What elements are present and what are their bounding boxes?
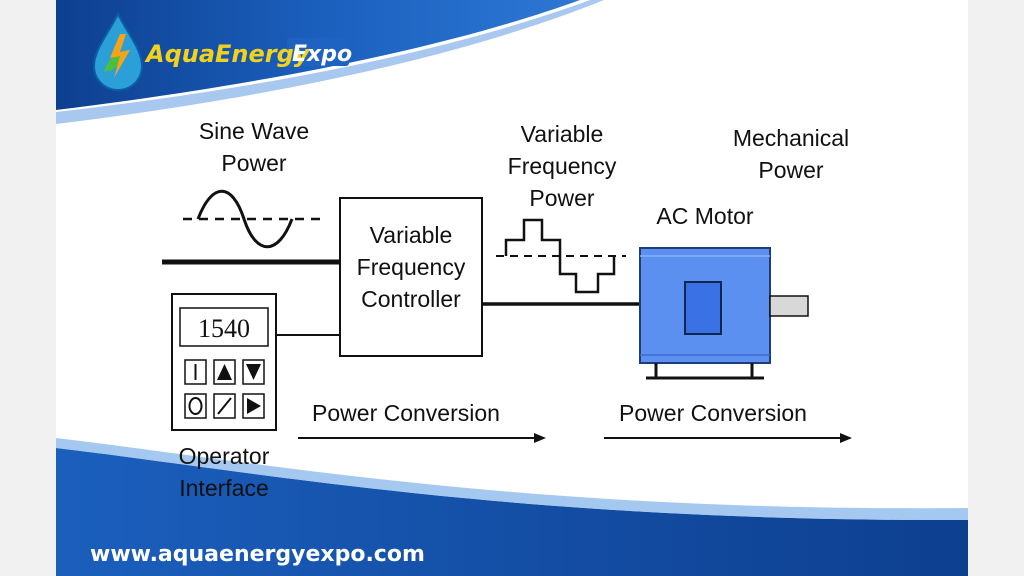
arrowhead-1 xyxy=(534,433,546,443)
slash-glyph xyxy=(217,397,232,415)
pwm-waveform xyxy=(504,218,616,294)
mechanical-label-line1: Mechanical xyxy=(733,125,849,151)
right-margin xyxy=(968,0,1024,576)
arrowhead-2 xyxy=(840,433,852,443)
logo-bolt-icon xyxy=(110,34,130,78)
power-conversion-label-1: Power Conversion xyxy=(312,400,500,426)
display-value: 1540 xyxy=(198,314,250,343)
bottom-banner xyxy=(56,448,968,576)
left-margin xyxy=(0,0,56,576)
play-arrow-icon xyxy=(247,398,261,414)
sine-wave xyxy=(196,189,294,249)
expo-badge xyxy=(287,38,349,66)
down-arrow-icon xyxy=(246,364,261,380)
operator-label-line2: Interface xyxy=(179,475,269,501)
vfc-box xyxy=(339,197,483,357)
motor-shaft xyxy=(769,295,809,317)
sine-wave-label-line1: Sine Wave xyxy=(199,118,309,144)
motor-rotor xyxy=(684,281,722,335)
brand-name: AquaEnergy xyxy=(144,40,311,68)
operator-label-line1: Operator xyxy=(179,443,270,469)
logo xyxy=(92,11,144,92)
stop-glyph xyxy=(188,397,203,415)
vf-power-label-line2: Frequency xyxy=(508,153,617,179)
sine-wave-label-line2: Power xyxy=(221,150,287,176)
operator-display xyxy=(179,307,269,347)
motor-label: AC Motor xyxy=(656,203,753,229)
vfc-label-line3: Controller xyxy=(361,286,461,312)
footer-url: www.aquaenergyexpo.com xyxy=(90,542,425,567)
power-conversion-label-2: Power Conversion xyxy=(619,400,807,426)
brand-expo: Expo xyxy=(292,42,352,67)
vf-power-label-line1: Variable xyxy=(521,121,604,147)
mechanical-label-line2: Power xyxy=(758,157,824,183)
up-arrow-icon xyxy=(217,364,232,380)
vfc-label-line2: Frequency xyxy=(357,254,466,280)
vfc-label-line1: Variable xyxy=(370,222,453,248)
vf-power-label-line3: Power xyxy=(529,185,595,211)
bottom-banner-accent xyxy=(56,438,968,521)
top-banner-accent xyxy=(56,0,604,124)
stop-button xyxy=(184,393,207,419)
